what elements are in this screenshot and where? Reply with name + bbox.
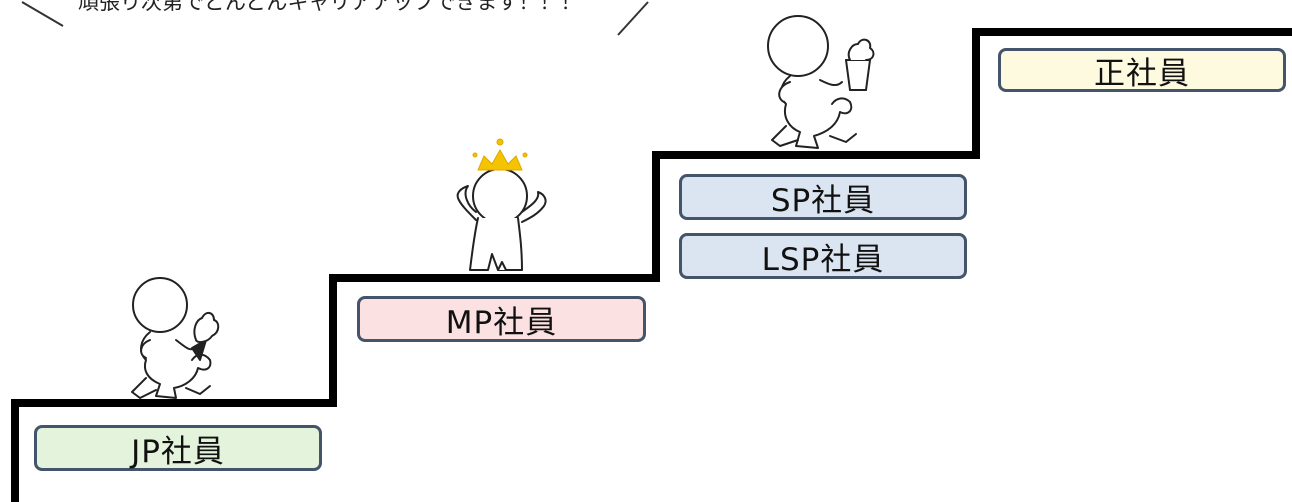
- character-icecream-climbing-icon: [767, 15, 875, 149]
- level-box-lsp: LSP社員: [679, 233, 967, 279]
- banner-left-line: [21, 1, 64, 27]
- level-label-lsp: LSP社員: [761, 241, 885, 278]
- level-box-jp: JP社員: [34, 425, 322, 471]
- character-crowned-cheering-icon: [456, 168, 547, 271]
- level-box-mp: MP社員: [357, 296, 646, 342]
- crown-icon: [472, 138, 528, 171]
- banner-right-line: [617, 1, 649, 36]
- level-label-jp: JP社員: [131, 433, 225, 470]
- level-label-mp: MP社員: [445, 304, 558, 341]
- staircase-line: [11, 28, 1292, 502]
- level-box-sp: SP社員: [679, 174, 967, 220]
- level-label-seishain: 正社員: [1094, 55, 1190, 92]
- level-box-seishain: 正社員: [998, 48, 1286, 92]
- level-label-sp: SP社員: [770, 182, 876, 219]
- career-up-banner: 頑張り次第でどんどんキャリアアップできます！！！: [78, 0, 582, 14]
- character-icecream-walking-icon: [131, 277, 220, 399]
